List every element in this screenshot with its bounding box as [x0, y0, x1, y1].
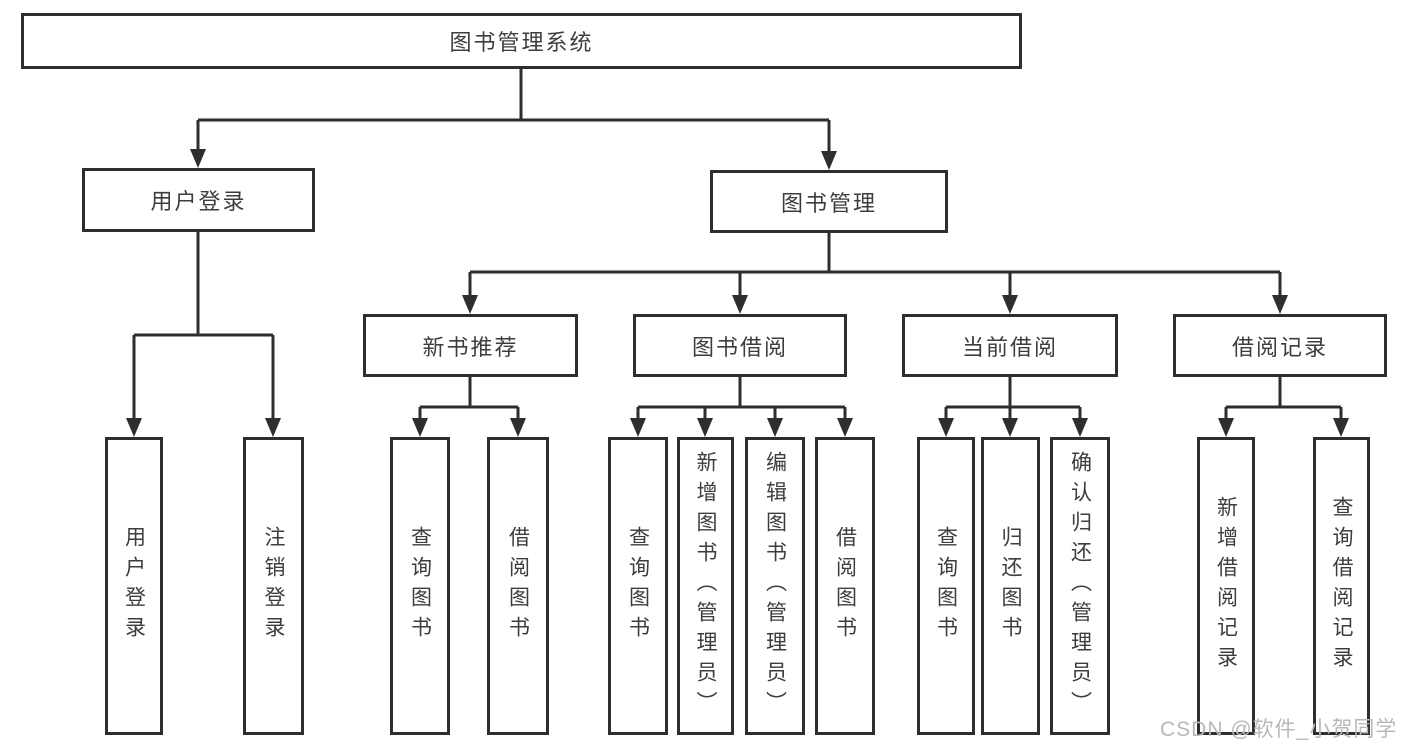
leaf-query-books-borrow: 查询图书 [608, 437, 668, 735]
leaf-label: 查询图书 [934, 526, 958, 646]
leaf-add-books-admin: 新增图书（管理员） [677, 437, 734, 735]
arrowhead-down [938, 418, 954, 437]
arrowhead-down [126, 418, 142, 437]
leaf-label: 查询借阅记录 [1330, 496, 1353, 676]
leaf-label: 借阅图书 [506, 526, 530, 646]
connector-root-to-branches [190, 69, 837, 170]
leaf-label: 确认归还（管理员） [1068, 451, 1092, 721]
arrowhead-down [1272, 295, 1288, 314]
connector-line [468, 233, 1282, 296]
leaf-add-borrow-record: 新增借阅记录 [1197, 437, 1255, 735]
node-root-label: 图书管理系统 [449, 30, 594, 55]
node-book-borrow: 图书借阅 [633, 314, 847, 377]
connector-new-book-rec-to-leaves [412, 377, 526, 437]
arrowhead-down [697, 418, 713, 437]
connector-current-borrow-to-leaves [938, 377, 1088, 437]
leaf-user-login: 用户登录 [105, 437, 163, 735]
leaf-label: 查询图书 [626, 526, 650, 646]
leaf-label: 编辑图书（管理员） [763, 451, 787, 721]
leaf-edit-books-admin: 编辑图书（管理员） [745, 437, 805, 735]
node-new-book-recommend: 新书推荐 [363, 314, 578, 377]
connector-line [636, 377, 847, 419]
leaf-query-books-current: 查询图书 [917, 437, 975, 735]
node-user-login-label: 用户登录 [150, 189, 247, 214]
leaf-confirm-return-admin: 确认归还（管理员） [1050, 437, 1110, 735]
arrowhead-down [630, 418, 646, 437]
node-borrow-records-label: 借阅记录 [1231, 334, 1328, 360]
arrowhead-down [510, 418, 526, 437]
arrowhead-down [821, 151, 837, 170]
connector-borrow-records-to-leaves [1218, 377, 1349, 437]
csdn-watermark: CSDN @软件_小贺同学 [1160, 718, 1398, 741]
arrowhead-down [1333, 418, 1349, 437]
leaf-borrow-books: 借阅图书 [815, 437, 875, 735]
arrowhead-down [1218, 418, 1234, 437]
connector-line [944, 377, 1082, 419]
leaf-query-borrow-record: 查询借阅记录 [1313, 437, 1370, 735]
arrowhead-down [462, 295, 478, 314]
arrowhead-down [1072, 418, 1088, 437]
leaf-query-books-recommend: 查询图书 [390, 437, 450, 735]
node-book-management-label: 图书管理 [780, 190, 877, 216]
leaf-label: 注销登录 [262, 526, 285, 646]
node-book-management: 图书管理 [710, 170, 948, 233]
leaf-label: 新增借阅记录 [1214, 496, 1238, 676]
connector-line [196, 69, 831, 152]
arrowhead-down [412, 418, 428, 437]
connector-line [132, 232, 275, 419]
arrowhead-down [732, 295, 748, 314]
leaf-logout: 注销登录 [243, 437, 304, 735]
leaf-label: 新增图书（管理员） [694, 451, 717, 721]
connector-line [1224, 377, 1343, 419]
node-borrow-records: 借阅记录 [1173, 314, 1387, 377]
node-current-borrow: 当前借阅 [902, 314, 1118, 377]
leaf-label: 借阅图书 [833, 526, 857, 646]
connector-user-login-to-leaves [126, 232, 281, 437]
arrowhead-down [837, 418, 853, 437]
leaf-label: 用户登录 [122, 526, 146, 646]
node-user-login: 用户登录 [82, 168, 315, 232]
connector-book-mgmt-to-modules [462, 233, 1288, 314]
leaf-return-books: 归还图书 [981, 437, 1040, 735]
arrowhead-down [1002, 295, 1018, 314]
leaf-borrow-books-recommend: 借阅图书 [487, 437, 549, 735]
arrowhead-down [190, 149, 206, 168]
node-new-book-recommend-label: 新书推荐 [422, 334, 519, 360]
node-book-borrow-label: 图书借阅 [691, 334, 788, 360]
node-current-borrow-label: 当前借阅 [961, 334, 1058, 360]
connector-line [418, 377, 520, 419]
node-root: 图书管理系统 [21, 13, 1022, 69]
arrowhead-down [767, 418, 783, 437]
leaf-label: 归还图书 [999, 526, 1022, 646]
connector-book-borrow-to-leaves [630, 377, 853, 437]
arrowhead-down [1002, 418, 1018, 437]
leaf-label: 查询图书 [408, 526, 432, 646]
arrowhead-down [265, 418, 281, 437]
